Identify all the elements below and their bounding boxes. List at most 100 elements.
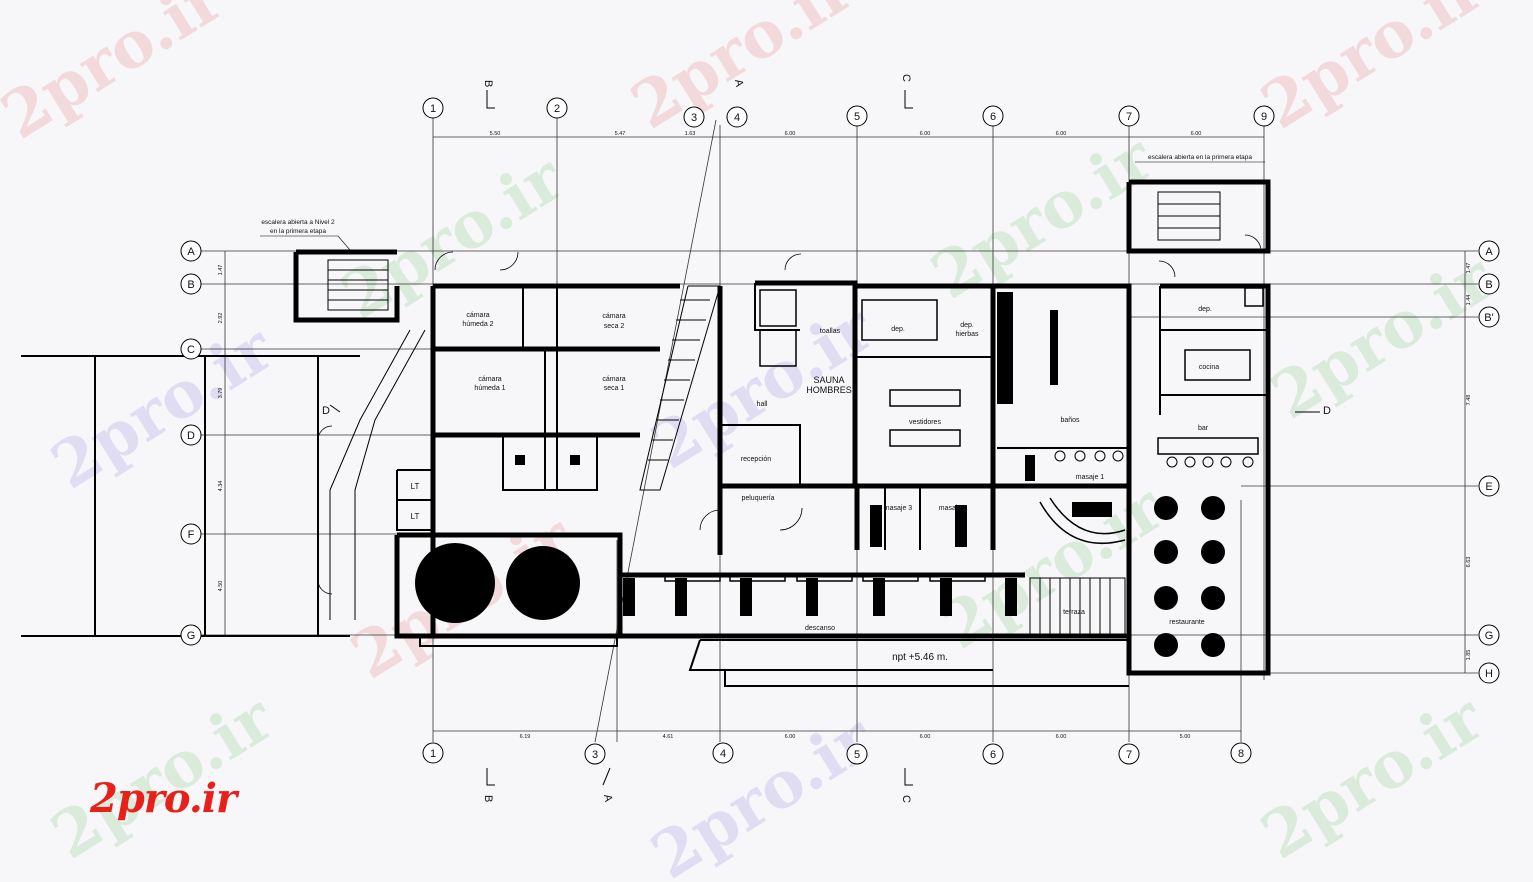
room-camara-seca-2: seca 2	[604, 323, 625, 330]
room-lt: LT	[411, 512, 420, 521]
brand-logo: 2pro.ir	[90, 775, 237, 822]
dimension-bottom: 6.19	[520, 734, 531, 740]
dimension-left: 4.34	[218, 481, 224, 492]
dimension-right: 1.44	[1466, 295, 1472, 306]
grid-label-top: 7	[1126, 111, 1132, 123]
grid-label-top: 4	[734, 112, 740, 124]
room-masaje-2: masaje 2	[939, 505, 968, 512]
room-vestidores: vestidores	[909, 419, 941, 426]
level-label: npt +5.46 m.	[892, 652, 948, 663]
dimension-left: 2.92	[218, 313, 224, 324]
section-labels: B B A A C C D D	[322, 74, 1331, 803]
section-markers	[329, 90, 1320, 786]
room-camara-seca-1: seca 1	[604, 385, 625, 392]
room-camara-humeda-2: húmeda 2	[462, 321, 493, 328]
section-d-left: D	[322, 405, 330, 417]
room-dep-2: dep.	[1198, 306, 1212, 313]
grid-label-bottom: 8	[1238, 748, 1244, 760]
doors	[317, 234, 1262, 595]
bar-stools	[1054, 450, 1254, 468]
room-camara-humeda-1: cámara	[478, 376, 501, 383]
grid-label-top: 9	[1261, 111, 1267, 123]
dimension-left: 1.47	[218, 265, 224, 276]
section-a-top: A	[732, 78, 745, 88]
dimension-top: 1.63	[685, 131, 696, 137]
note-stair-left-1: escalera abierta a Nivel 2	[261, 219, 335, 226]
grid-bubbles	[180, 97, 1500, 765]
section-b-top: B	[482, 80, 494, 87]
room-descanso: descanso	[805, 625, 835, 632]
room-camara-humeda-1: húmeda 1	[474, 385, 505, 392]
room-sauna: HOMBRES	[806, 385, 852, 395]
grid-label-right: A	[1485, 246, 1493, 258]
grid-labels: 1 2 3 4 5 6 7 9 1 3 4 5 6 7 8 A B C D F …	[187, 103, 1494, 761]
section-a-bottom: A	[601, 793, 614, 803]
grid-label-right: H	[1485, 668, 1493, 680]
room-lt: LT	[411, 482, 420, 491]
dimension-right: 6.63	[1466, 557, 1472, 568]
room-masaje-3: masaje 3	[884, 505, 913, 512]
toilet-cubicles	[997, 292, 1058, 404]
room-banos: baños	[1060, 417, 1080, 424]
note-stair-right: escalera abierta en la primera etapa	[1148, 154, 1252, 161]
grid-label-left: D	[187, 430, 195, 442]
grid-label-right: B	[1485, 279, 1492, 291]
room-terraza: terraza	[1063, 609, 1085, 616]
grid-label-top: 3	[691, 112, 697, 124]
grid-label-left: C	[187, 344, 195, 356]
dimension-bottom: 4.61	[663, 734, 674, 740]
dimension-left: 4.50	[218, 581, 224, 592]
grid-label-right: G	[1485, 630, 1494, 642]
room-toallas: toallas	[820, 328, 841, 335]
section-c-bottom: C	[900, 795, 912, 803]
room-peluqueria: peluquería	[741, 495, 774, 502]
dimension-right: 1.47	[1466, 263, 1472, 274]
room-hall: hall	[757, 401, 768, 408]
grid-label-bottom: 7	[1126, 749, 1132, 761]
grid-label-bottom: 4	[720, 748, 726, 760]
dimension-top: 6.00	[1191, 131, 1202, 137]
room-dep-hierbas: dep.	[960, 322, 974, 329]
grid-lines	[200, 118, 1478, 743]
section-c-top: C	[900, 74, 912, 82]
stairs	[327, 191, 1221, 635]
room-bar: bar	[1198, 425, 1209, 432]
section-d-right: D	[1323, 405, 1331, 417]
grid-label-left: G	[187, 630, 196, 642]
room-labels: cámara húmeda 2 cámara seca 2 cámara húm…	[411, 306, 1220, 632]
grid-label-top: 2	[554, 103, 560, 115]
grid-label-left: A	[187, 246, 195, 258]
room-masaje-1: masaje 1	[1076, 474, 1105, 481]
dimension-bottom: 5.00	[1180, 734, 1191, 740]
grid-label-bottom: 6	[990, 749, 996, 761]
grid-label-left: B	[187, 279, 194, 291]
room-dep: dep.	[891, 326, 905, 333]
grid-label-top: 6	[990, 111, 996, 123]
room-cocina: cocina	[1199, 364, 1219, 371]
dimension-top: 6.00	[785, 131, 796, 137]
dimension-right: 1.85	[1466, 650, 1472, 661]
dimension-top: 5.47	[615, 131, 626, 137]
restaurant-tables	[1154, 496, 1225, 657]
sauna-label: SAUNA HOMBRES	[806, 375, 852, 395]
tables	[664, 287, 1264, 582]
grid-label-bottom: 1	[430, 748, 436, 760]
dimension-top: 6.00	[1056, 131, 1067, 137]
fixtures	[415, 455, 1112, 623]
notes: escalera abierta a Nivel 2 en la primera…	[261, 154, 1252, 235]
dimension-bottom: 6.00	[1056, 734, 1067, 740]
grid-label-right: B'	[1484, 312, 1493, 324]
grid-label-bottom: 3	[592, 749, 598, 761]
dimension-labels: 5.50 5.47 1.63 6.00 6.00 6.00 6.00 6.19 …	[218, 131, 1472, 740]
dimension-right: 7.48	[1466, 395, 1472, 406]
dimension-bottom: 6.00	[920, 734, 931, 740]
room-camara-seca-1: cámara	[602, 376, 625, 383]
grid-label-bottom: 5	[854, 749, 860, 761]
room-restaurante: restaurante	[1169, 619, 1205, 626]
dimension-top: 5.50	[490, 131, 501, 137]
section-b-bottom: B	[482, 795, 494, 802]
grid-label-top: 1	[430, 103, 436, 115]
grid-label-left: F	[188, 529, 195, 541]
